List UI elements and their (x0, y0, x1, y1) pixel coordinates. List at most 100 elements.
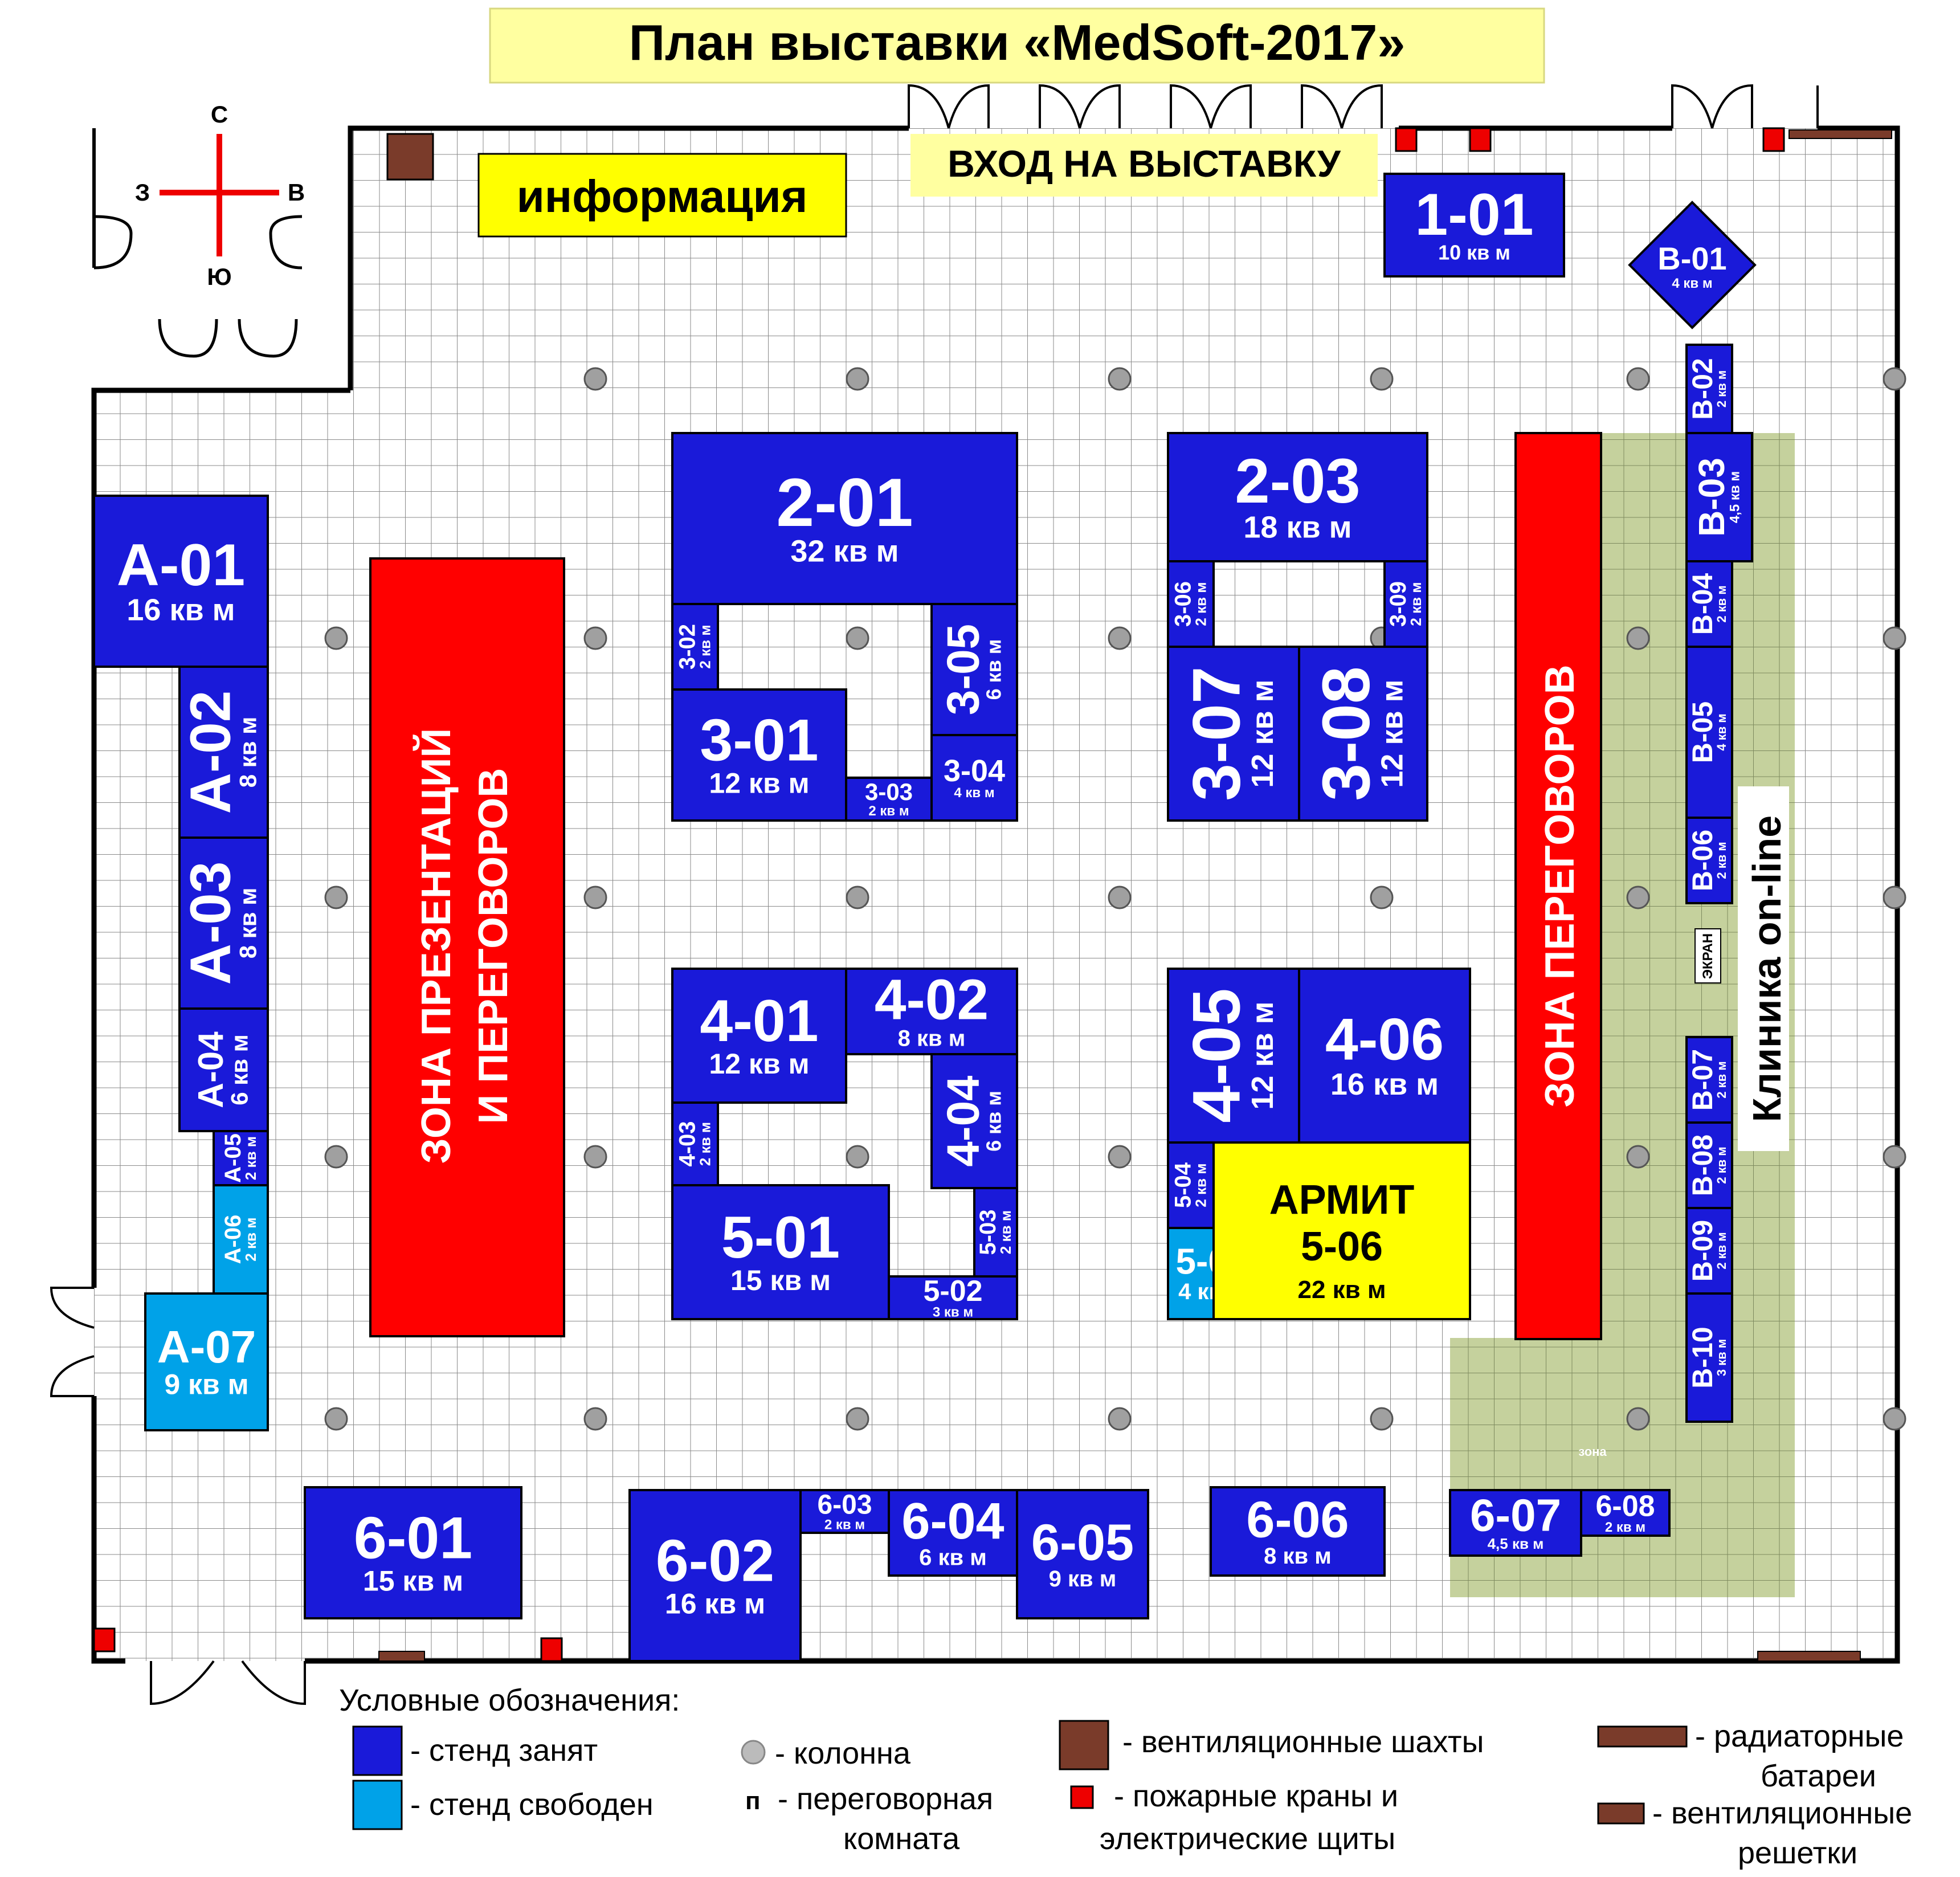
legend-free-swatch (352, 1780, 403, 1830)
stand-6-08[interactable]: 6-082 кв м (1580, 1489, 1671, 1537)
stand-area: 2 кв м (1714, 842, 1729, 879)
stand-shape (1167, 646, 1300, 822)
column-icon (324, 626, 348, 650)
stand-shape (1685, 1121, 1733, 1209)
stand-3-05[interactable]: 3-056 кв м (930, 603, 1018, 736)
stand-id: 4-06 (1325, 1007, 1444, 1073)
stand-5-02[interactable]: 5-023 кв м (888, 1275, 1018, 1320)
stand-b-01[interactable]: B-014 кв м (1628, 201, 1757, 329)
stand-3-04[interactable]: 3-044 кв м (930, 734, 1018, 822)
stand-b-08[interactable]: B-082 кв м (1685, 1121, 1733, 1209)
stand-b-02[interactable]: B-022 кв м (1685, 344, 1733, 434)
stand-4-04[interactable]: 4-046 кв м (930, 1053, 1018, 1189)
stand-5-03[interactable]: 5-032 кв м (973, 1187, 1018, 1278)
stand-6-03[interactable]: 6-032 кв м (799, 1489, 890, 1534)
column-icon (1108, 626, 1132, 650)
column-icon (1108, 367, 1132, 391)
vent-shaft (386, 133, 434, 181)
column-icon (583, 886, 607, 909)
stand-id: 6-01 (354, 1505, 472, 1571)
legend-occupied-swatch (352, 1725, 403, 1776)
stand-area: 2 кв м (1605, 1520, 1645, 1535)
stand-area: 3 кв м (933, 1304, 973, 1320)
column-icon (1370, 886, 1394, 909)
stand-id: 5-02 (923, 1275, 982, 1308)
stand-b-07[interactable]: B-072 кв м (1685, 1036, 1733, 1124)
stand-shape (888, 1275, 1018, 1320)
column-icon (324, 886, 348, 909)
stand-6-04[interactable]: 6-046 кв м (888, 1489, 1018, 1577)
stand-shape (1383, 173, 1565, 278)
stand-id: A-02 (178, 691, 242, 814)
stand-b-05[interactable]: B-054 кв м (1685, 646, 1733, 819)
presentation-zone-label-2: И ПЕРЕГОВОРОВ (471, 768, 516, 1124)
small-zone-label: зона (1578, 1445, 1607, 1459)
stand-id: B-07 (1687, 1049, 1718, 1111)
stand-company: АРМИТ (1269, 1177, 1415, 1223)
stand-a-03[interactable]: A-038 кв м (178, 837, 269, 1010)
column-icon (846, 626, 869, 650)
stand-a-04[interactable]: A-046 кв м (178, 1007, 269, 1132)
stand-area: 18 кв м (1243, 511, 1351, 545)
vent-grille (378, 1651, 425, 1662)
stand-area: 9 кв м (164, 1369, 248, 1401)
legend-grilles-label-2: решетки (1738, 1836, 1857, 1870)
stand-shape (213, 1184, 269, 1295)
stand-b-09[interactable]: B-092 кв м (1685, 1207, 1733, 1295)
stand-a-05[interactable]: A-052 кв м (213, 1130, 269, 1186)
column-icon (1883, 1145, 1906, 1169)
stand-area: 8 кв м (234, 888, 261, 959)
legend-vent-shafts-label: - вентиляционные шахты (1122, 1725, 1484, 1759)
stand-a-06[interactable]: A-062 кв м (213, 1184, 269, 1295)
stand-5-04[interactable]: 5-042 кв м (1167, 1141, 1215, 1229)
stand-id: 3-08 (1309, 666, 1384, 801)
stand-shape (973, 1187, 1018, 1278)
title-banner: План выставки «MedSoft-2017» (489, 7, 1545, 84)
stand-4-02[interactable]: 4-028 кв м (845, 968, 1018, 1055)
stand-a-07[interactable]: A-079 кв м (144, 1292, 269, 1431)
stand-3-03[interactable]: 3-032 кв м (845, 777, 933, 822)
column-icon (1883, 886, 1906, 909)
stand-3-09[interactable]: 3-092 кв м (1383, 560, 1428, 648)
stand-id: A-06 (220, 1215, 246, 1264)
stand-6-07[interactable]: 6-074,5 кв м (1449, 1489, 1582, 1557)
stand-3-06[interactable]: 3-062 кв м (1167, 560, 1215, 648)
column-icon (846, 886, 869, 909)
stand-shape (178, 837, 269, 1010)
stand-3-02[interactable]: 3-022 кв м (671, 603, 719, 691)
stand-area: 6 кв м (982, 639, 1006, 700)
stand-b-04[interactable]: B-042 кв м (1685, 560, 1733, 648)
stand-shape (671, 603, 719, 691)
stand-area: 8 кв м (1264, 1544, 1332, 1569)
stand-b-10[interactable]: B-103 кв м (1685, 1292, 1733, 1423)
stand-area: 12 кв м (709, 1048, 809, 1080)
clinic-online-label: Клиника on-line (1745, 815, 1789, 1122)
stand-b-06[interactable]: B-062 кв м (1685, 817, 1733, 904)
stand-id: B-01 (1657, 240, 1726, 276)
stand-id: 3-03 (865, 778, 913, 805)
stand-id: 3-02 (675, 624, 700, 670)
stand-id: 4-02 (875, 968, 989, 1032)
stand-4-03[interactable]: 4-032 кв м (671, 1101, 719, 1186)
column-icon (1370, 1407, 1394, 1431)
stand-b-03[interactable]: B-034,5 кв м (1685, 432, 1753, 562)
stand-a-02[interactable]: A-028 кв м (178, 666, 269, 839)
stand-6-06[interactable]: 6-068 кв м (1210, 1486, 1386, 1577)
stand-6-05[interactable]: 6-059 кв м (1016, 1489, 1149, 1619)
stand-id: 3-01 (700, 707, 818, 773)
